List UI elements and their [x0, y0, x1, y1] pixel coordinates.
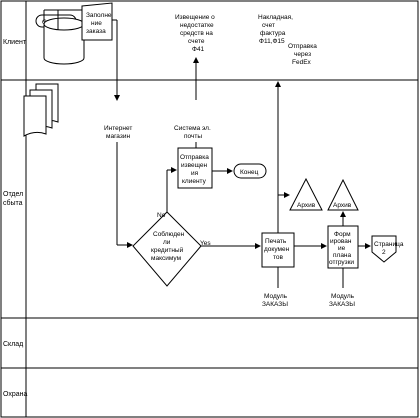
decision-line1: Соблюден [153, 230, 185, 238]
lane-label-sales-line2: сбыта [3, 199, 23, 207]
credit-limit-decision [132, 211, 202, 287]
notice-line1: Извещение о [175, 14, 215, 21]
invoice-line3: фактура [260, 30, 286, 37]
documents-stack-front [23, 95, 47, 137]
no-label: No [157, 212, 166, 219]
fill-order-manual-input [81, 2, 113, 41]
form-plan-line2: ирован [330, 238, 352, 245]
notice-line3: средств на [180, 30, 213, 37]
form-plan-line1: Форм [334, 231, 351, 238]
send-notice-line4: клиенту [182, 178, 207, 185]
fedex-line2: через [294, 51, 311, 58]
notice-line2: недостатке [180, 22, 214, 29]
internet-store-line2: магазин [106, 133, 130, 140]
lane-label-warehouse: Склад [3, 341, 23, 348]
print-docs-line2: докумен [264, 246, 290, 253]
invoice-line4: Ф11,Ф15 [259, 38, 285, 45]
send-notice-line2: извещен [181, 162, 207, 169]
send-notice-box [177, 147, 213, 189]
page2-line2: 2 [382, 249, 386, 256]
notice-line5: Ф41 [192, 46, 205, 53]
lane-label-sales-line1: Отдел [3, 191, 23, 198]
decision-line4: максимум [151, 255, 182, 262]
send-notice-line3: ия [191, 170, 199, 177]
fill-order-line2: ние [91, 20, 102, 27]
order-database-top [43, 17, 85, 31]
send-notice-line1: Отправка [180, 154, 209, 161]
fedex-line1: Отправка [288, 43, 317, 50]
archive-1-label: Архив [297, 202, 316, 209]
print-docs-line1: Печать [265, 238, 287, 245]
module-1-line2: ЗАКАЗЫ [262, 301, 288, 308]
order-database-cylinder [43, 24, 85, 65]
end-label: Конец [240, 169, 259, 176]
archive-2-label: Архив [333, 202, 352, 209]
internet-store-line1: Интернет [104, 125, 132, 132]
module-2-line1: Модуль [331, 293, 355, 300]
print-docs-line3: тов [273, 254, 284, 261]
fill-order-line3: заказа [86, 28, 106, 35]
fill-order-line1: Заполне [86, 12, 112, 19]
yes-label: Yes [200, 240, 211, 247]
archive-1-triangle [289, 177, 323, 211]
email-system-line1: Система эл. [174, 125, 211, 132]
decision-line2: ли [163, 239, 171, 246]
decision-line3: кредитный [151, 246, 184, 254]
module-2-line2: ЗАКАЗЫ [329, 301, 355, 308]
lane-label-client: Клиент [3, 39, 27, 46]
module-1-line1: Модуль [264, 293, 288, 300]
lane-label-security: Охрана [3, 391, 28, 398]
archive-2-triangle [327, 178, 359, 211]
form-plan-line4: плана [333, 252, 352, 259]
page-2-connector [371, 235, 397, 263]
email-system-line2: почты [184, 133, 202, 140]
notice-line4: счете [188, 38, 205, 45]
end-terminator [233, 163, 267, 179]
invoice-line2: счет [262, 22, 275, 29]
form-plan-line3: ие [338, 245, 346, 252]
invoice-line1: Накладная, [258, 14, 293, 21]
fedex-line3: FedEx [292, 59, 312, 66]
form-plan-line5: отгрузки [329, 259, 354, 266]
page2-line1: Страница [374, 241, 404, 248]
